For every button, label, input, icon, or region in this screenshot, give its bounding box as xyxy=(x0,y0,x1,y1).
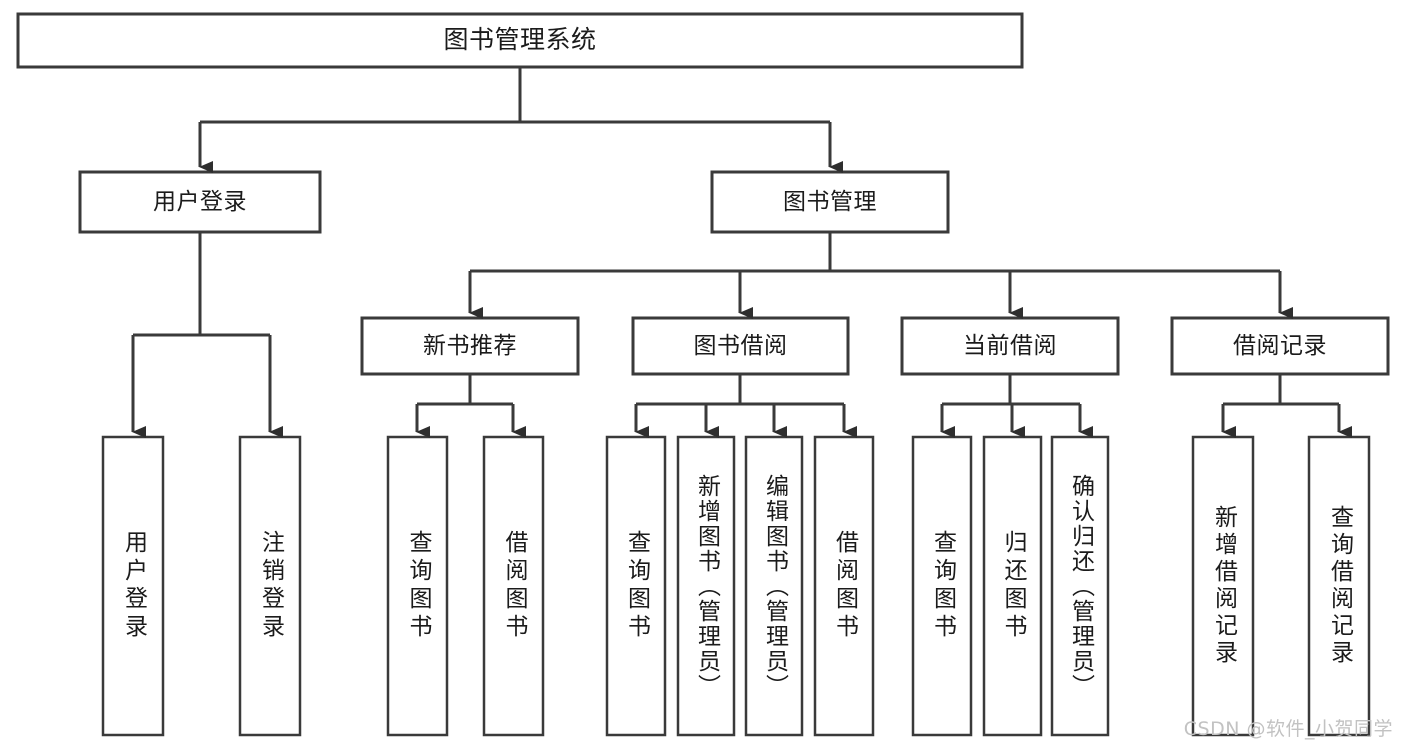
node-box-borrow-record[interactable] xyxy=(1170,316,1390,376)
node-box-book-manage[interactable] xyxy=(710,170,950,234)
node-box-leaf-edit-book-admin[interactable] xyxy=(744,435,804,737)
node-box-current-borrow[interactable] xyxy=(900,316,1120,376)
node-box-leaf-confirm-return-admin[interactable] xyxy=(1050,435,1110,737)
node-box-leaf-add-borrow-record[interactable] xyxy=(1191,435,1255,737)
csdn-watermark: CSDN @软件_小贺同学 xyxy=(1183,718,1393,740)
node-box-leaf-query-book-current[interactable] xyxy=(911,435,973,737)
node-box-leaf-query-book-rec[interactable] xyxy=(386,435,449,737)
node-box-user-login[interactable] xyxy=(78,170,322,234)
node-box-leaf-query-borrow-record[interactable] xyxy=(1307,435,1371,737)
node-box-book-borrow[interactable] xyxy=(631,316,850,376)
node-box-leaf-user-logout[interactable] xyxy=(238,435,302,737)
node-box-root[interactable] xyxy=(16,12,1024,69)
node-box-leaf-borrow-book[interactable] xyxy=(813,435,875,737)
node-box-new-book-recommend[interactable] xyxy=(360,316,580,376)
node-box-leaf-user-login[interactable] xyxy=(101,435,165,737)
connectors-layer xyxy=(131,67,1352,438)
node-box-leaf-query-book-borrow[interactable] xyxy=(605,435,667,737)
node-box-leaf-borrow-book-rec[interactable] xyxy=(482,435,545,737)
node-box-leaf-return-book[interactable] xyxy=(982,435,1043,737)
node-box-leaf-add-book-admin[interactable] xyxy=(676,435,736,737)
